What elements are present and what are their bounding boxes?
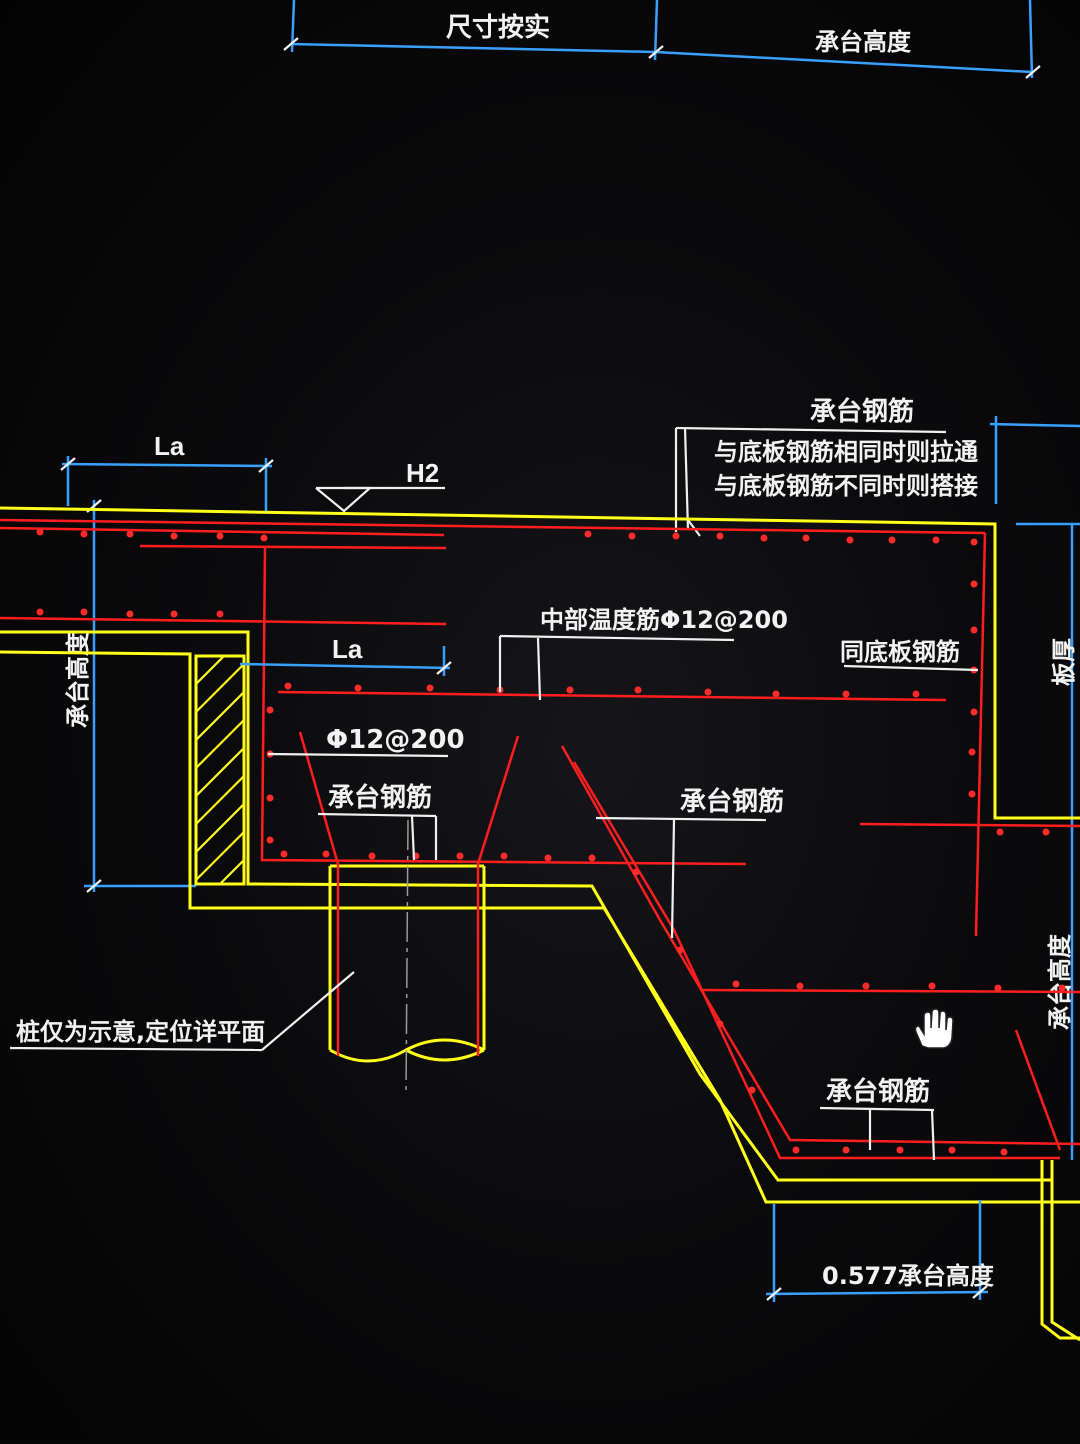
la-label-top: La	[154, 431, 185, 461]
pile-note-label: 桩仅为示意,定位详平面	[16, 1018, 265, 1046]
phi12-label: Φ12@200	[326, 725, 465, 755]
left-height-label: 承台高度	[64, 631, 92, 728]
pile-note-leader	[9, 971, 355, 1052]
concrete-outline	[0, 506, 1080, 1342]
rebar-note-leader	[674, 426, 947, 537]
mid-rebar-label: 中部温度筋Φ12@200	[540, 606, 788, 634]
right-edge-label: 板厚	[1050, 638, 1078, 686]
cap-rebar-left-label: 承台钢筋	[328, 782, 432, 813]
la-label-mid: La	[332, 634, 363, 664]
cap-rebar-low-leader	[819, 1106, 936, 1161]
dim-label-size: 尺寸按实	[446, 12, 550, 43]
cap-rebar-left-leader	[317, 812, 438, 861]
hatched-wall	[194, 654, 246, 886]
rebar-note-line1: 与底板钢筋相同时则拉通	[714, 438, 978, 466]
cap-rebar-low-label: 承台钢筋	[826, 1076, 930, 1107]
left-dimension	[84, 499, 196, 893]
bottom-dim-label: 0.577承台高度	[822, 1262, 995, 1290]
dim-label-cap-height-top: 承台高度	[815, 28, 912, 56]
pile-centerline	[405, 819, 409, 1097]
elevation-triangle-icon	[315, 486, 445, 513]
rebar-note-line2: 与底板钢筋不同时则搭接	[714, 472, 978, 500]
same-slab-leader	[843, 664, 979, 672]
la-dimension-top	[60, 456, 274, 512]
la-dimension-mid	[239, 646, 452, 676]
rebar-lines	[0, 518, 1080, 1160]
mid-rebar-leader	[498, 634, 735, 701]
right-height-label: 承台高度	[1046, 933, 1074, 1030]
phi12-leader	[267, 752, 449, 758]
hand-cursor-icon	[914, 1008, 954, 1049]
cap-rebar-mid-label: 承台钢筋	[680, 786, 784, 817]
top-dimension	[283, 0, 1041, 79]
bottom-dimension	[765, 1200, 989, 1302]
rebar-note-title: 承台钢筋	[810, 396, 914, 427]
same-slab-label: 同底板钢筋	[840, 638, 960, 666]
h2-label: H2	[406, 458, 439, 488]
right-dimension	[989, 416, 1080, 1160]
cap-rebar-mid-leader	[595, 816, 767, 939]
